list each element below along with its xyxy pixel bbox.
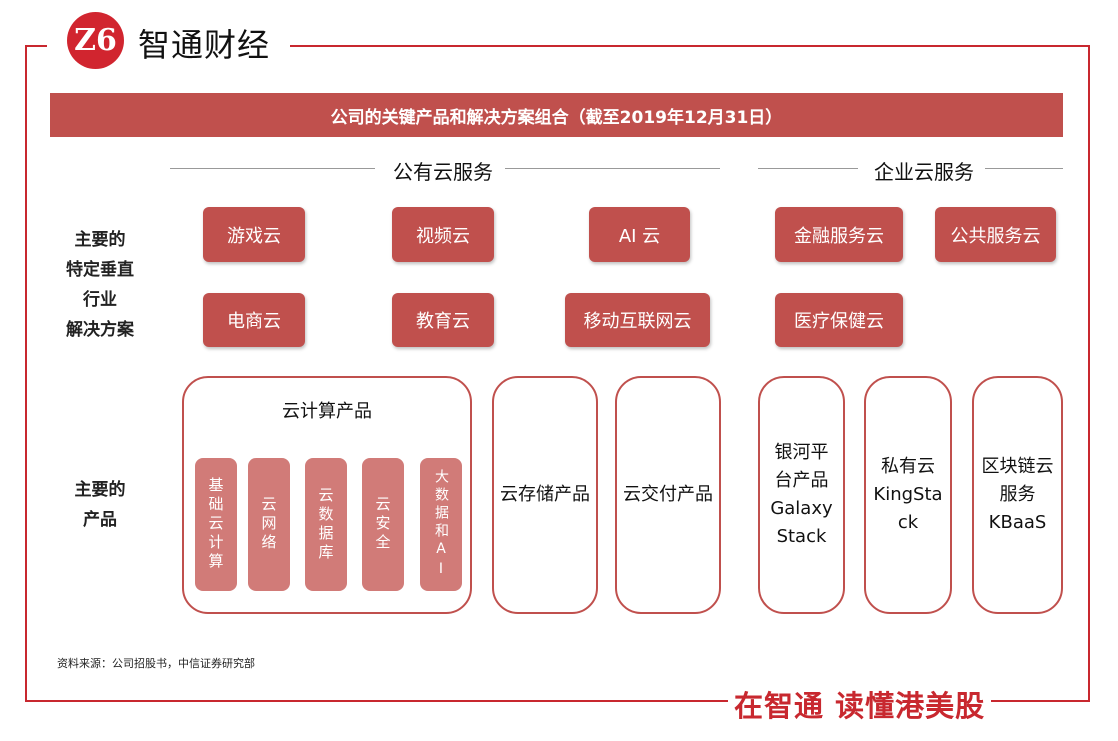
product-cloud-delivery: 云交付产品 (615, 376, 721, 614)
divider (985, 168, 1063, 169)
product-cloud-storage: 云存储产品 (492, 376, 598, 614)
slogan: 在智通 读懂港美股 (728, 683, 992, 725)
solution-ai-cloud: AI 云 (589, 207, 690, 262)
frame-top (290, 45, 1090, 47)
logo: Z6 (67, 12, 124, 69)
brand-name: 智通财经 (138, 26, 271, 64)
frame-right (1088, 45, 1090, 701)
label-solutions: 主要的 特定垂直 行业 解决方案 (66, 230, 134, 340)
frame-top-left (25, 45, 47, 47)
product-bigdata-ai: 大数据和AI (420, 458, 462, 591)
solution-game-cloud: 游戏云 (203, 207, 305, 262)
product-cloud-computing: 云计算产品 (182, 376, 472, 614)
solution-education-cloud: 教育云 (392, 293, 494, 347)
product-cloud-network: 云网络 (248, 458, 290, 591)
divider (505, 168, 720, 169)
label-products: 主要的 产品 (74, 480, 126, 530)
solution-mobile-internet-cloud: 移动互联网云 (565, 293, 710, 347)
frame-left (25, 45, 27, 701)
solution-ecommerce-cloud: 电商云 (203, 293, 305, 347)
source-note: 资料来源：公司招股书，中信证券研究部 (57, 657, 255, 670)
product-kingstack: 私有云 KingSta ck (864, 376, 952, 614)
product-cloud-computing-title: 云计算产品 (282, 401, 372, 422)
frame-bottom (25, 700, 1090, 702)
solution-public-service-cloud: 公共服务云 (935, 207, 1056, 262)
product-cloud-database: 云数据库 (305, 458, 347, 591)
divider (170, 168, 375, 169)
solution-healthcare-cloud: 医疗保健云 (775, 293, 903, 347)
product-basic-compute: 基础云计算 (195, 458, 237, 591)
diagram-title: 公司的关键产品和解决方案组合（截至2019年12月31日） (50, 93, 1063, 137)
divider (758, 168, 858, 169)
solution-finance-cloud: 金融服务云 (775, 207, 903, 262)
product-cloud-security: 云安全 (362, 458, 404, 591)
product-galaxy-stack: 银河平 台产品 Galaxy Stack (758, 376, 845, 614)
section-enterprise-cloud: 企业云服务 (874, 160, 974, 184)
product-kbaas: 区块链云 服务 KBaaS (972, 376, 1063, 614)
section-public-cloud: 公有云服务 (393, 160, 493, 184)
solution-video-cloud: 视频云 (392, 207, 494, 262)
